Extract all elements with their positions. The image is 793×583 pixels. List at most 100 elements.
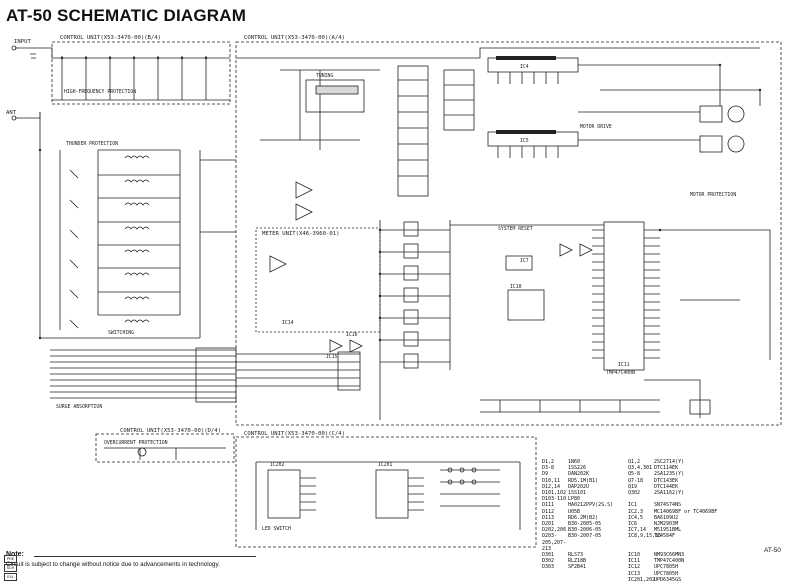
parts-table-cell: D10,11 <box>542 477 561 484</box>
parts-table-cell: D112 <box>542 508 555 515</box>
parts-table-row: D10,11 RD5.1M(B1) Q7-18 DTC143EK <box>542 478 757 484</box>
parts-table-cell: U05B <box>568 508 581 515</box>
parts-table-cell <box>568 577 628 583</box>
parts-table-cell: IC8,9,15,16 <box>628 533 662 540</box>
parts-table-cell: D3-8 <box>542 465 555 472</box>
label-control-unit-b: CONTROL UNIT(X53-3470-00)(B/4) <box>60 35 161 41</box>
parts-table-cell: D303 <box>542 564 555 571</box>
parts-table-cell: DTC144EK <box>654 483 679 490</box>
parts-table-cell: RD5.1M(B1) <box>568 477 599 484</box>
board-outline-c <box>235 436 537 548</box>
parts-table-cell: 2SA1162(Y) <box>654 490 685 497</box>
parts-table-cell: D1,2 <box>542 459 555 465</box>
parts-table-cell: DTC114EK <box>654 465 679 472</box>
parts-table-cell: DTC143EK <box>654 477 679 484</box>
parts-table-cell: MC14069BF or TC4069BF <box>654 508 718 515</box>
label-control-unit-d: CONTROL UNIT(X53-3470-00)(D/4) <box>120 428 221 434</box>
label-ic16: IC16 <box>346 332 358 338</box>
parts-table-cell: M51951BML <box>654 527 682 534</box>
parts-table-cell: D111 <box>542 502 555 509</box>
label-ic10: IC10 <box>510 284 522 290</box>
parts-table-cell: RLZ18B <box>568 558 587 565</box>
parts-table-row: D9 DAN202K Q5-8 2SA1235(Y) <box>542 471 757 477</box>
label-led-switch: LED SWITCH <box>262 526 291 532</box>
parts-table-cell: TMP47C400N <box>654 558 685 565</box>
label-meter-unit: METER UNIT(X46-3960-01) <box>262 231 339 237</box>
parts-table-cell: NM93C66MN3 <box>654 552 685 559</box>
page-tab-pre[interactable]: PRE <box>4 555 17 563</box>
label-hf-protection: HIGH-FREQUENCY PROTECTION <box>64 89 136 95</box>
page-tab-sch[interactable]: SCH <box>4 564 17 572</box>
label-ic201: IC201 <box>378 462 393 468</box>
label-ic202: IC202 <box>270 462 285 468</box>
parts-table-cell: UPC7805H <box>654 570 679 577</box>
parts-table-cell: SF2B41 <box>568 564 587 571</box>
parts-table-cell: DAP202U <box>568 483 590 490</box>
label-ic5: IC5 <box>520 138 529 144</box>
parts-table-cell: B30-2005-05 <box>568 521 602 528</box>
label-ic15: IC15 <box>326 354 338 360</box>
label-ic11: IC11 <box>618 362 630 368</box>
parts-table-cell: Q5-8 <box>628 471 641 478</box>
label-control-unit-c: CONTROL UNIT(X53-3470-00)(C/4) <box>244 431 345 437</box>
page-tab-exl[interactable]: EXL <box>4 573 17 581</box>
parts-table-cell: D201 <box>542 521 555 528</box>
parts-table-cell: IC13 <box>628 570 641 577</box>
motor-2 <box>727 135 745 153</box>
parts-table-cell: D203-205,207-213 <box>542 533 567 552</box>
parts-table-cell: Q1,2 <box>628 459 641 465</box>
label-overcurrent: OVERCURRENT PROTECTION <box>104 440 168 446</box>
parts-table-cell: Q302 <box>628 490 641 497</box>
parts-table-cell: D113 <box>542 514 555 521</box>
label-motor-drive: MOTOR DRIVE <box>580 124 612 130</box>
parts-table-cell: HA0212PPV(2S.S) <box>568 502 614 509</box>
label-ic11-part: TMP47C400N <box>606 370 635 376</box>
label-switching: SWITCHING <box>108 330 134 336</box>
parts-table-cell: Q19 <box>628 483 638 490</box>
parts-table-cell: DAN202K <box>568 471 590 478</box>
parts-table-cell: IC10 <box>628 552 641 559</box>
note-title: Note: <box>6 551 24 558</box>
label-ic4: IC4 <box>520 64 529 70</box>
parts-table-cell: Q7-18 <box>628 477 644 484</box>
parts-table-cell: D103-110 <box>542 496 567 503</box>
parts-table-cell: D301 <box>542 552 555 559</box>
note-divider <box>34 556 256 557</box>
parts-table-cell: D9 <box>542 471 549 478</box>
label-input: INPUT <box>14 39 31 45</box>
page-tabs: PRE SCH EXL <box>4 555 17 582</box>
label-system-reset: SYSTEM RESET <box>498 226 533 232</box>
parts-table-cell: 2SA1235(Y) <box>654 471 685 478</box>
parts-table-row: IC13 UPC7805H <box>542 571 757 577</box>
parts-table-cell: D302 <box>542 558 555 565</box>
label-tuning: TUNING <box>316 73 333 79</box>
parts-table-cell: D101,102 <box>542 490 567 497</box>
motor-1 <box>727 105 745 123</box>
model-label: AT-50 <box>764 547 781 554</box>
parts-table-cell: LP80 <box>568 496 581 503</box>
label-motor-protection: MOTOR PROTECTION <box>690 192 736 198</box>
parts-table-cell: RD6.2M(B2) <box>568 514 599 521</box>
label-thunder-protection: THUNDER PROTECTION <box>66 141 118 147</box>
board-outline-a <box>235 41 782 426</box>
parts-table-row: D112 U05B IC2,3 MC14069BF or TC4069BF <box>542 509 757 515</box>
parts-table-cell: IC1 <box>628 502 638 509</box>
parts-table-cell: IC6 <box>628 521 638 528</box>
parts-table-cell: UPC7805H <box>654 564 679 571</box>
label-surge-absorption: SURGE ABSORPTION <box>56 404 102 410</box>
parts-table-cell: IC2,3 <box>628 508 644 515</box>
parts-table-cell <box>542 577 568 583</box>
parts-table-cell: D202,206 <box>542 527 567 534</box>
parts-table-cell: 2SC2714(Y) <box>654 459 685 465</box>
